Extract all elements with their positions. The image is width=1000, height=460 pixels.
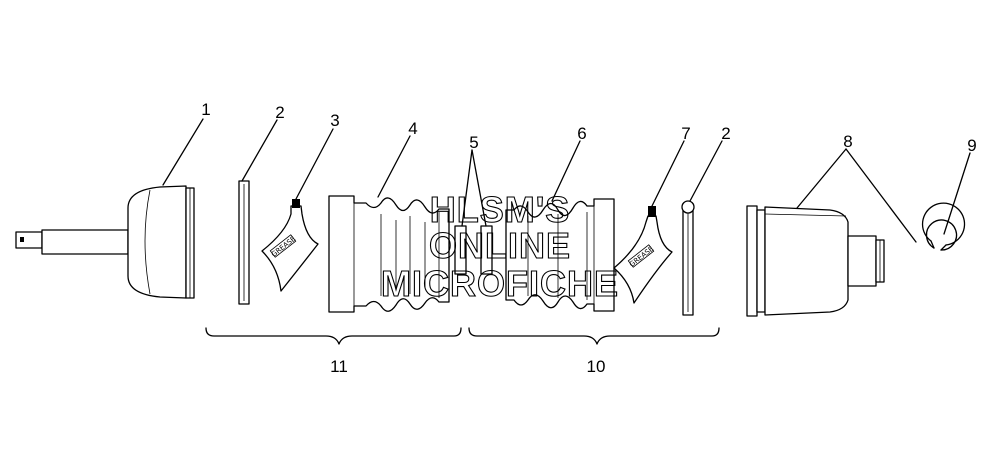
callout-3: 3	[330, 111, 339, 130]
boot-icon	[328, 195, 450, 313]
watermark: HLSM'S ONLINE MICROFICHE	[380, 188, 619, 304]
callout-6: 6	[577, 124, 586, 143]
callout-numbers: 1 2 3 4 5 6 7 2 8 9 11 10	[201, 100, 976, 376]
callout-5: 5	[469, 133, 478, 152]
watermark-line-2: ONLINE	[429, 225, 571, 266]
callout-7: 7	[681, 124, 690, 143]
watermark-line-1: HLSM'S	[430, 189, 571, 230]
grease-packet-icon-right: GREASE	[613, 206, 673, 304]
grease-packet-icon: GREASE	[261, 199, 319, 292]
boot-icon-right	[505, 198, 615, 312]
assembly-braces	[205, 327, 720, 345]
callout-9: 9	[967, 136, 976, 155]
outer-cv-joint-icon	[15, 185, 195, 299]
snap-ring-icon	[921, 202, 966, 251]
roll-pin-icon-right	[681, 200, 695, 316]
callout-4: 4	[408, 119, 417, 138]
callout-11: 11	[330, 357, 348, 376]
callout-2-right: 2	[721, 124, 730, 143]
callout-8: 8	[843, 132, 852, 151]
roll-pin-icon	[238, 180, 250, 305]
watermark-line-3: MICROFICHE	[381, 263, 619, 304]
inner-joint-housing-icon	[746, 205, 885, 317]
callout-2-left: 2	[275, 103, 284, 122]
callout-1: 1	[201, 100, 210, 119]
leader-lines	[162, 118, 971, 243]
callout-10: 10	[587, 357, 606, 376]
